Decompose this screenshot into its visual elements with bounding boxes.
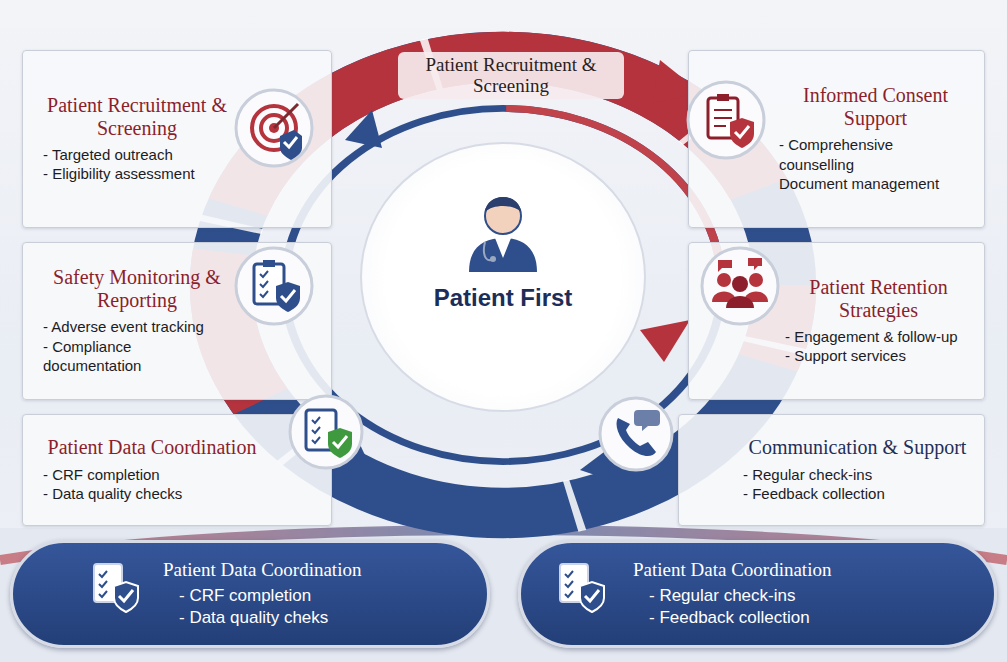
bullet-item: Document management [779,174,972,194]
bullet-item: - Regular check-ins [633,585,964,607]
ring-arrowhead [330,436,372,470]
center-title: Patient First [434,284,573,312]
arc-label: Patient Recruitment & Screening [398,52,624,99]
box-heading: Patient Data Coordination [43,436,261,458]
ring-arrowhead [640,320,690,362]
center-circle: Patient First [360,142,646,412]
bullet-item: - Eligibility assessment [43,164,231,184]
bottom-ground [0,528,1007,662]
bullet-item: - Support services [785,346,972,366]
box-heading: Patient Data Coordination [163,559,457,582]
process-box: Communication & Support - Regular check-i… [678,414,985,526]
phone-icon [600,398,672,470]
box-heading: Patient Recruitment & Screening [43,94,231,139]
process-box: Patient Data Coordination - CRF completio… [22,414,332,526]
bullet-item: - Feedback collection [743,484,972,504]
bullet-item: - Engagement & follow-up [785,327,972,347]
box-heading: Patient Data Coordination [633,559,964,582]
bullet-item: - Regular check-ins [743,465,972,485]
ring-arrowhead [580,440,622,484]
summary-pill: Patient Data Coordination - CRF completio… [10,540,490,648]
bullet-item: - Data quality cheks [163,607,457,629]
process-box: Informed Consent Support - Comprehensive … [688,50,985,228]
summary-pill: Patient Data Coordination - Regular check… [518,540,997,648]
bullet-item: - Data quality checks [43,484,261,504]
box-heading: Patient Retention Strategies [785,276,972,321]
box-heading: Informed Consent Support [779,84,972,129]
bullet-item: - Compliance documentation [43,337,231,376]
bullet-item: - Targeted outreach [43,145,231,165]
bullet-item: - CRF completion [163,585,457,607]
process-box: Safety Monitoring & Reporting - Adverse e… [22,242,332,400]
process-box: Patient Recruitment & Screening - Targete… [22,50,332,228]
process-box: Patient Retention Strategies - Engagement… [688,242,985,400]
bullet-item: - Comprehensive counselling [779,135,972,174]
bullet-item: - CRF completion [43,465,261,485]
bullet-item: - Feedback collection [633,607,964,629]
box-heading: Communication & Support [743,436,972,458]
box-heading: Safety Monitoring & Reporting [43,266,231,311]
ring-arrowhead [345,110,382,148]
bullet-item: - Adverse event tracking [43,317,231,337]
